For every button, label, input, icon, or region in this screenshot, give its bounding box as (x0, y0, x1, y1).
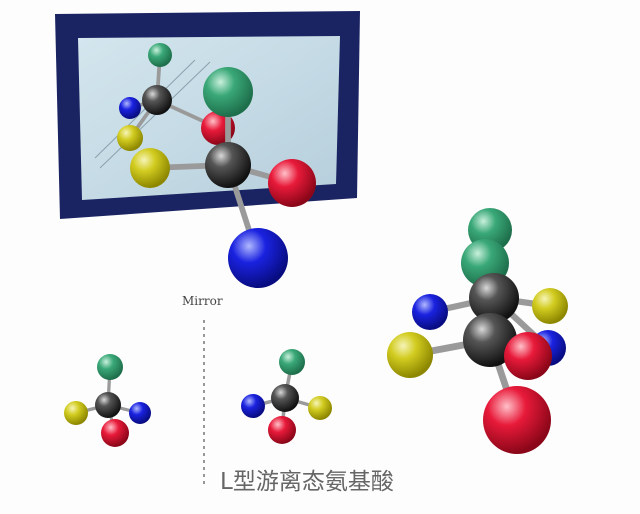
yellow-atom (532, 288, 568, 324)
yellow-atom (308, 396, 332, 420)
red-atom (504, 332, 552, 380)
red-atom (101, 419, 129, 447)
red-atom (483, 386, 551, 454)
yellow-atom (130, 148, 170, 188)
green-atom (203, 67, 253, 117)
green-atom (148, 43, 172, 67)
overlay-molecules (387, 208, 568, 454)
right-molecule (241, 349, 332, 444)
red-atom (268, 159, 316, 207)
red-atom (268, 416, 296, 444)
mirror-label: Mirror (182, 294, 223, 308)
carbon-atom (463, 313, 517, 367)
blue-atom (228, 228, 288, 288)
blue-atom (412, 294, 448, 330)
left-molecule (64, 354, 151, 447)
yellow-atom (387, 332, 433, 378)
blue-atom (119, 97, 141, 119)
glass-glare (99, 61, 211, 169)
carbon-atom (469, 273, 519, 323)
carbon-atom (271, 384, 299, 412)
front-molecule (130, 67, 316, 288)
green-atom (279, 349, 305, 375)
yellow-atom (64, 401, 88, 425)
green-atom (97, 354, 123, 380)
carbon-atom (95, 392, 121, 418)
carbon-atom (142, 85, 172, 115)
caption: L型游离态氨基酸 (220, 469, 394, 495)
blue-atom (129, 402, 151, 424)
carbon-atom (205, 142, 251, 188)
blue-atom (241, 394, 265, 418)
yellow-atom (117, 125, 143, 151)
